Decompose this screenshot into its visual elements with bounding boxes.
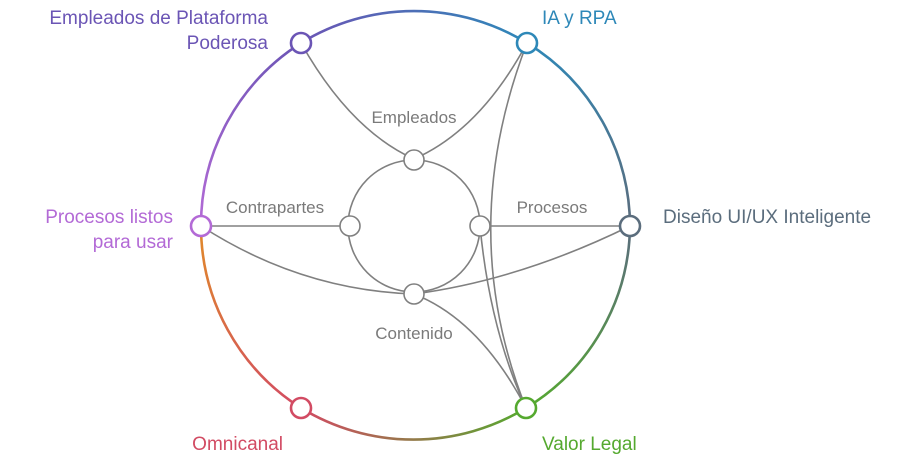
outer-node-ia-rpa[interactable]	[515, 31, 539, 55]
outer-node-empleados-plataforma[interactable]	[289, 31, 313, 55]
outer-node-valor-legal[interactable]	[514, 396, 538, 420]
ring-arc-bottom	[300, 406, 527, 441]
ring-arc-bottom-left	[199, 225, 302, 410]
link-plataforma-empleados	[300, 42, 415, 160]
ring-arc-top	[300, 9, 528, 45]
link-procesos-valor	[479, 225, 527, 409]
link-contenido-listos	[200, 225, 415, 295]
link-ia-valor	[489, 42, 528, 409]
ring-arc-bottom-right	[525, 225, 632, 410]
ring-arc-top-left	[199, 41, 302, 227]
outer-label-valor-legal: Valor Legal	[542, 434, 637, 455]
links	[200, 42, 631, 409]
inner-node-contrapartes[interactable]	[339, 215, 361, 237]
inner-label-contenido: Contenido	[375, 324, 453, 343]
inner-node-contenido[interactable]	[403, 283, 425, 305]
outer-node-diseno-ui-ux[interactable]	[618, 214, 642, 238]
outer-label-omnicanal: Omnicanal	[192, 434, 283, 455]
outer-nodes	[189, 31, 642, 420]
outer-label-diseno-ui-ux: Diseño UI/UX Inteligente	[663, 207, 871, 228]
inner-label-contrapartes: Contrapartes	[226, 198, 324, 217]
inner-node-empleados[interactable]	[403, 149, 425, 171]
outer-label-empleados-plataforma-line2: Poderosa	[187, 33, 269, 54]
ring-arc-top-right	[526, 41, 632, 227]
inner-node-procesos[interactable]	[469, 215, 491, 237]
inner-label-procesos: Procesos	[517, 198, 588, 217]
link-ia-empleados	[413, 42, 528, 160]
outer-node-procesos-listos[interactable]	[189, 214, 213, 238]
outer-label-procesos-listos-line2: para usar	[93, 232, 174, 253]
link-contenido-valor	[413, 293, 527, 409]
outer-ring	[199, 9, 632, 441]
link-contenido-diseno	[413, 225, 631, 295]
outer-label-ia-rpa: IA y RPA	[542, 8, 617, 29]
inner-ring	[347, 159, 481, 293]
outer-node-omnicanal[interactable]	[289, 396, 313, 420]
outer-label-empleados-plataforma-line1: Empleados de Plataforma	[49, 8, 268, 29]
inner-label-empleados: Empleados	[371, 108, 456, 127]
outer-label-procesos-listos-line1: Procesos listos	[45, 207, 173, 228]
inner-nodes	[339, 149, 491, 305]
